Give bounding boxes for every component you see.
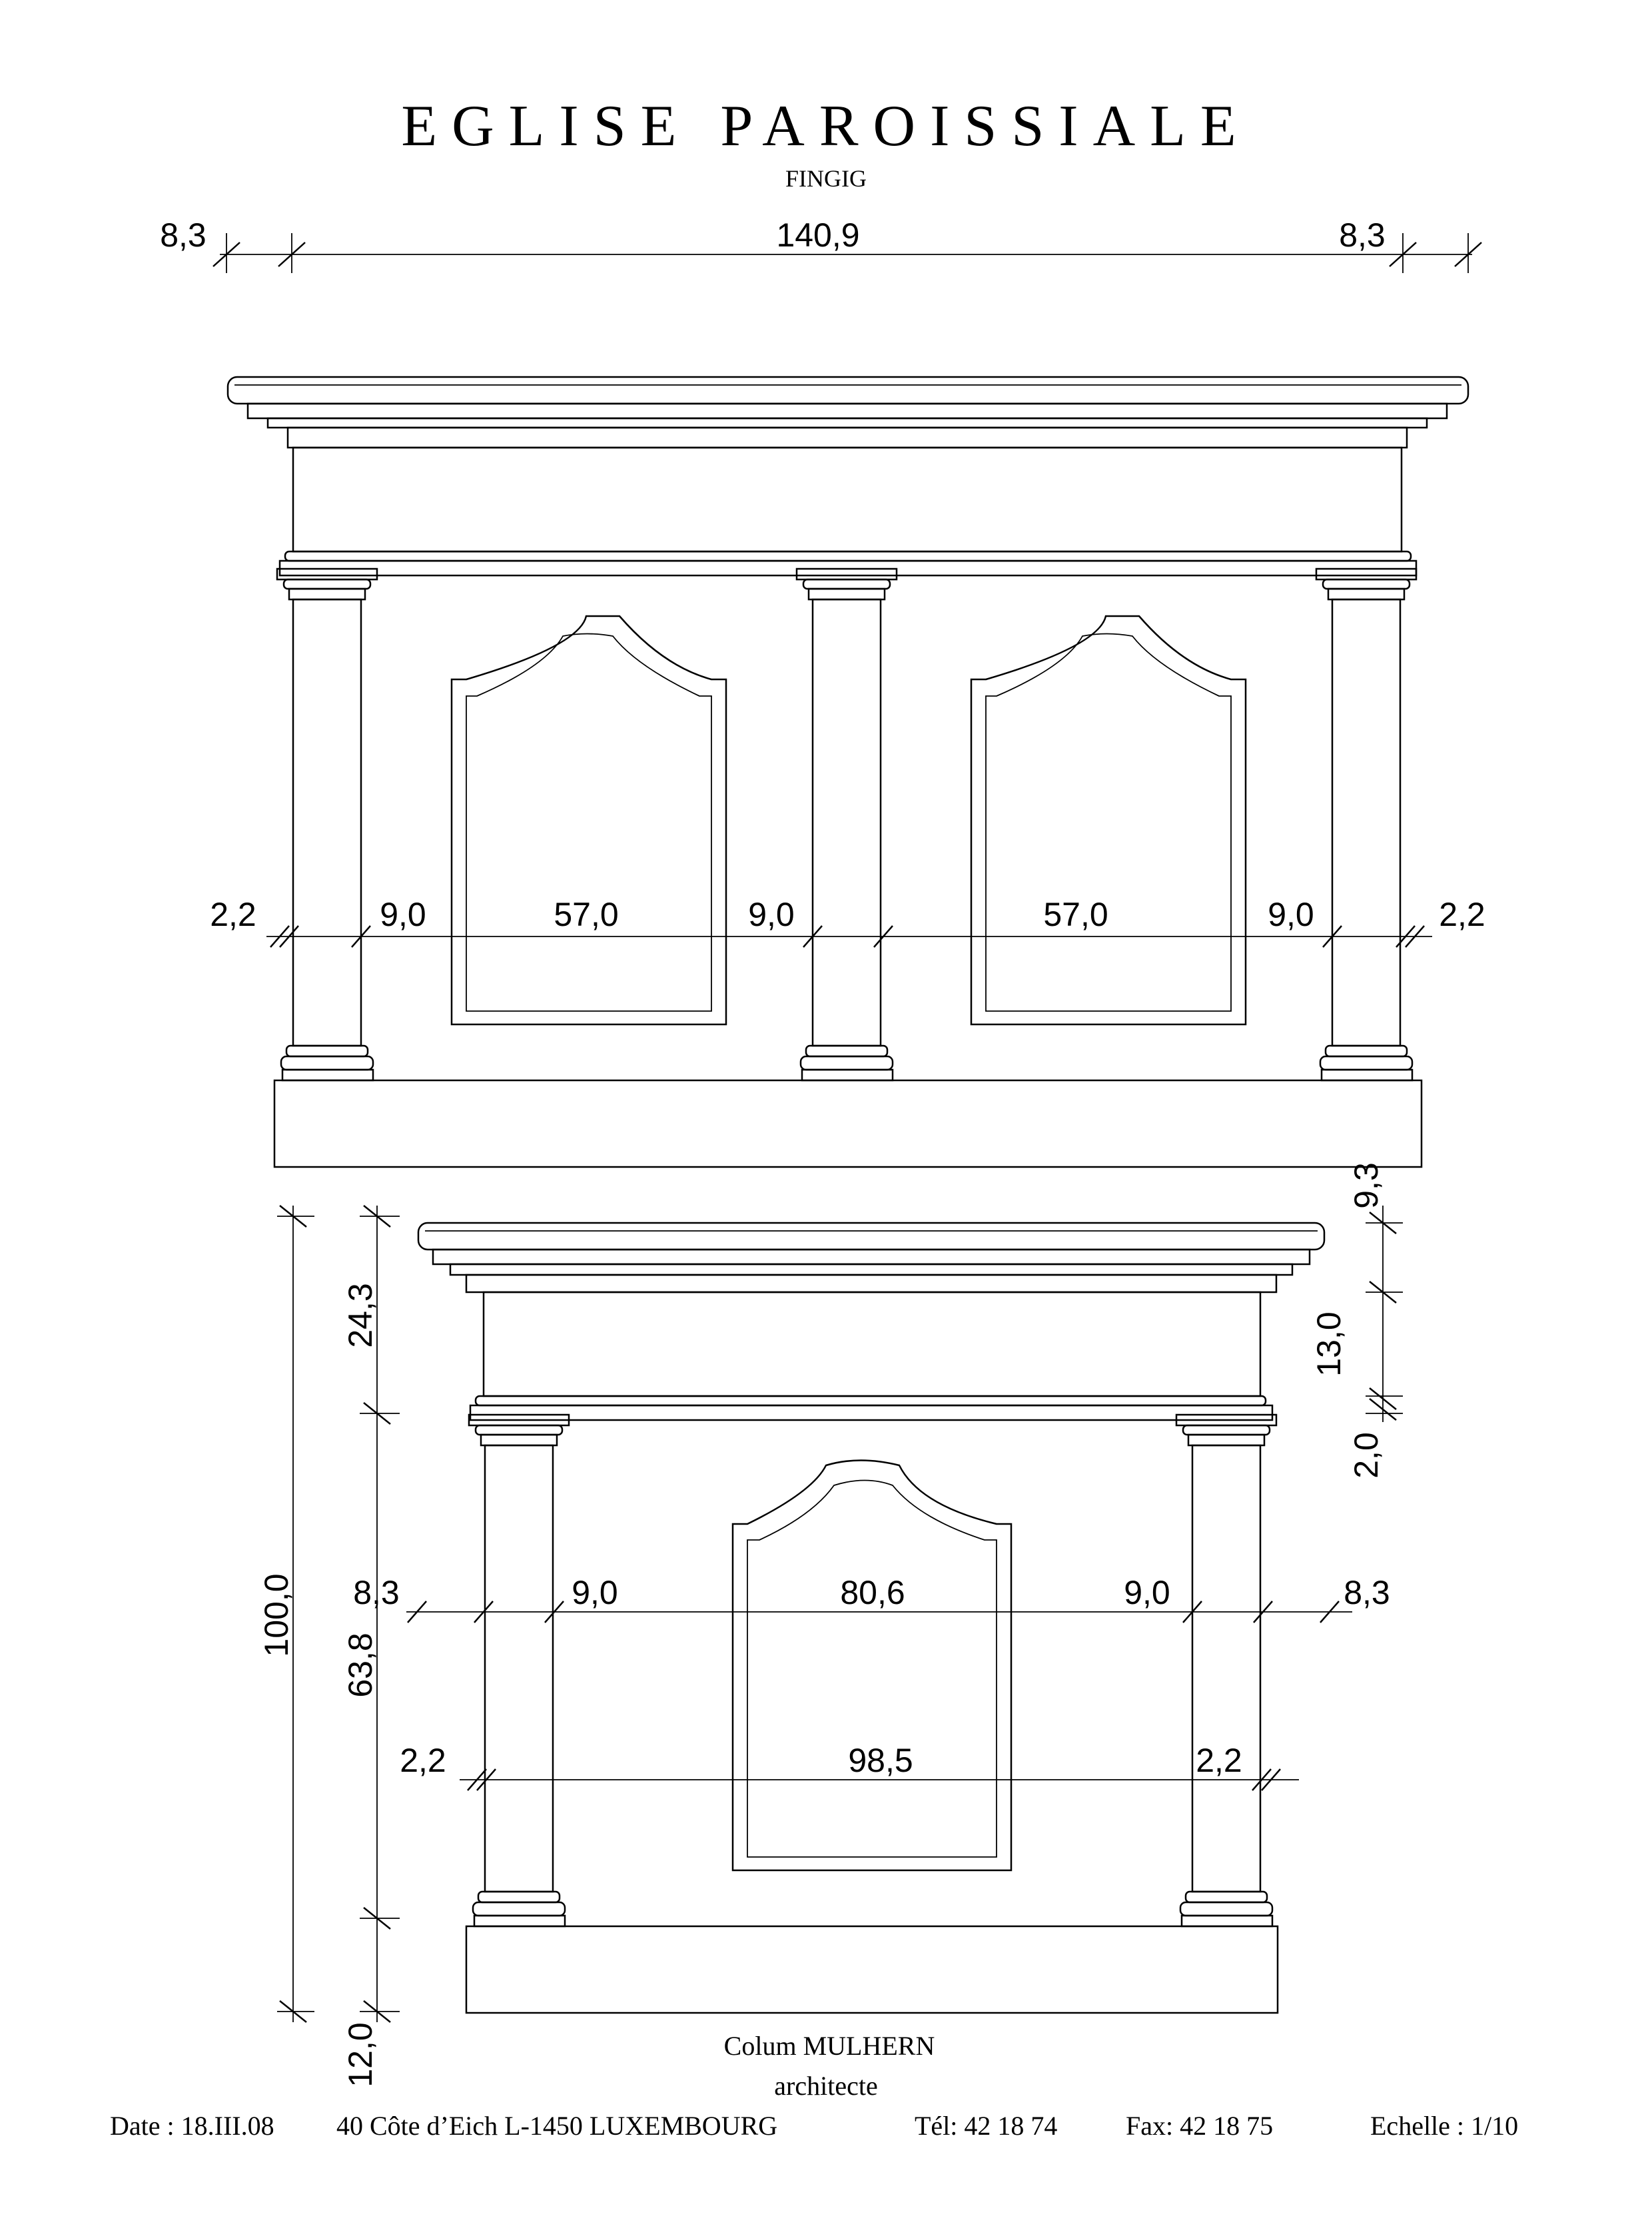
overall-dimension-line	[212, 233, 1482, 273]
footer-scale: Echelle : 1/10	[1370, 2111, 1518, 2141]
front-elevation	[226, 376, 1469, 1168]
side-dimension-lines	[406, 1601, 1352, 1791]
dim-side-5: 8,3	[1344, 1574, 1390, 1611]
dim-right-bottom: 2,0	[1348, 1432, 1385, 1479]
vertical-dimension-lines-right	[1366, 1206, 1403, 1422]
dim-side-4: 9,0	[1124, 1574, 1170, 1611]
dim-front-7: 2,2	[1439, 896, 1485, 933]
dim-vertical-top: 24,3	[342, 1283, 379, 1347]
architect-name: Colum MULHERN	[724, 2031, 935, 2061]
dim-side-8: 2,2	[1196, 1742, 1242, 1779]
side-elevation	[417, 1222, 1326, 2014]
footer-date: Date : 18.III.08	[110, 2111, 274, 2141]
dim-overall-width: 140,9	[776, 216, 859, 254]
dim-side-2: 9,0	[572, 1574, 618, 1611]
dim-side-6: 2,2	[400, 1742, 446, 1779]
dim-right-middle: 13,0	[1310, 1311, 1348, 1376]
front-dimension-line	[266, 925, 1432, 948]
dim-vertical-bottom: 12,0	[342, 2022, 379, 2087]
footer-address: 40 Côte d’Eich L-1450 LUXEMBOURG	[336, 2111, 777, 2141]
dim-front-1: 2,2	[210, 896, 256, 933]
dim-front-3: 57,0	[554, 896, 618, 933]
footer-tel: Tél: 42 18 74	[915, 2111, 1057, 2141]
dim-front-4: 9,0	[748, 896, 795, 933]
dim-side-1: 8,3	[353, 1574, 400, 1611]
architect-role: architecte	[774, 2071, 877, 2101]
drawing-title: EGLISE PAROISSIALE	[401, 94, 1250, 159]
arched-panel-left	[450, 615, 727, 1026]
dim-overall-left: 8,3	[160, 216, 206, 254]
footer-fax: Fax: 42 18 75	[1126, 2111, 1273, 2141]
dim-overall-right: 8,3	[1339, 216, 1386, 254]
dim-side-3: 80,6	[840, 1574, 905, 1611]
dim-front-6: 9,0	[1268, 896, 1314, 933]
dim-side-7: 98,5	[848, 1742, 913, 1779]
arched-panel-side	[731, 1459, 1013, 1872]
drawing-subtitle: FINGIG	[785, 165, 867, 192]
dim-right-top: 9,3	[1348, 1162, 1385, 1209]
dim-vertical-middle: 63,8	[342, 1633, 379, 1697]
arched-panel-right	[970, 615, 1247, 1026]
dim-vertical-total: 100,0	[258, 1573, 295, 1657]
dim-front-5: 57,0	[1043, 896, 1108, 933]
vertical-dimension-lines-left	[277, 1205, 400, 2023]
dim-front-2: 9,0	[380, 896, 426, 933]
